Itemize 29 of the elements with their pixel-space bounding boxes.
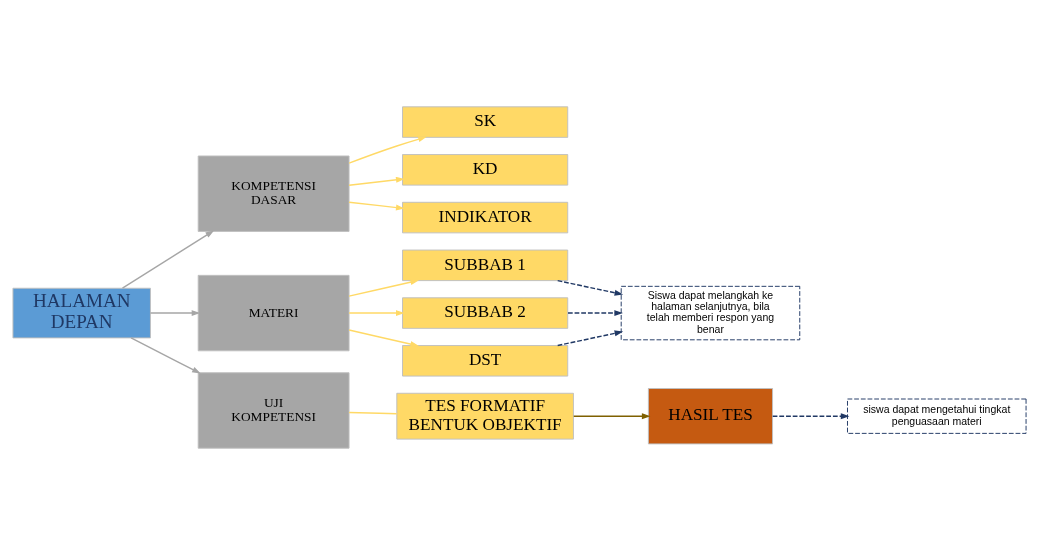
node-box: HASIL TES: [647, 387, 773, 444]
arrow: [348, 135, 427, 164]
node-box: SK: [402, 105, 569, 138]
node-box: SUBBAB 1: [402, 249, 569, 281]
node-box: KOMPETENSI DASAR: [197, 155, 350, 232]
arrow: [348, 200, 405, 211]
node-box: UJI KOMPETENSI: [197, 371, 350, 449]
arrow: [573, 412, 651, 419]
arrow: [149, 309, 201, 316]
arrow: [556, 279, 624, 296]
node-box: Siswa dapat melangkah ke halaman selanjutnya, bila telah memberi respon yang benar: [620, 285, 801, 340]
arrow: [121, 230, 215, 289]
node-box: MATERI: [197, 274, 350, 351]
arrow: [567, 309, 623, 316]
node-box: INDIKATOR: [402, 201, 569, 233]
node-box: SUBBAB 2: [402, 296, 569, 329]
arrow: [348, 176, 405, 186]
node-box: KD: [402, 153, 569, 186]
arrow: [348, 309, 405, 316]
node-box: TES FORMATIF BENTUK OBJEKTIF: [396, 392, 574, 440]
node-box: DST: [402, 344, 569, 377]
connector: [348, 411, 398, 415]
arrow: [348, 278, 419, 297]
node-box: HALAMAN DEPAN: [12, 287, 151, 338]
arrow: [348, 328, 420, 347]
arrow: [130, 336, 201, 374]
arrow: [772, 412, 850, 419]
arrow: [556, 329, 624, 346]
node-box: siswa dapat mengetahui tingkat penguasaan materi: [847, 398, 1027, 434]
